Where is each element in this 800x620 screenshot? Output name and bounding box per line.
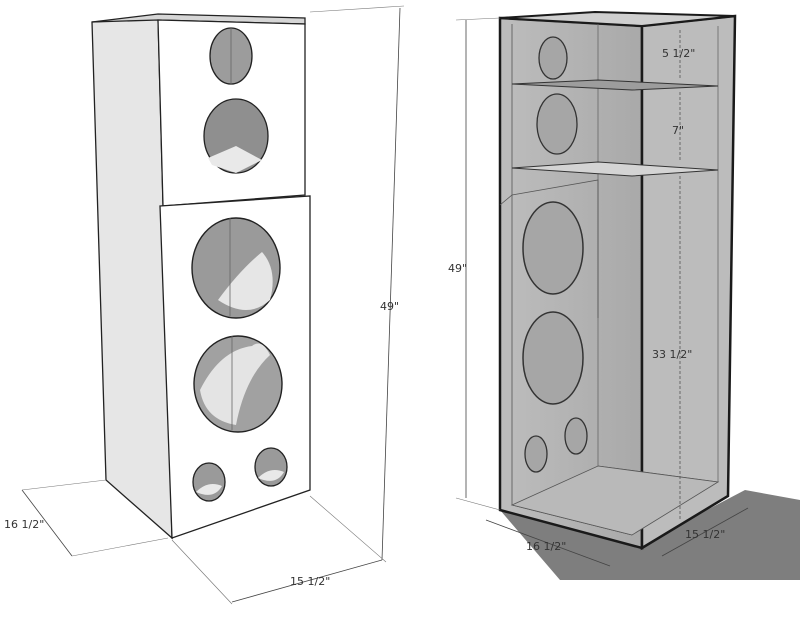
left-woofer-hole-2 (193, 335, 283, 433)
right-cabinet-side (640, 14, 737, 551)
right-port-hole-2 (564, 417, 588, 455)
right-height-label: 49" (448, 262, 467, 275)
right-woofer-hole-1 (522, 201, 584, 295)
left-cabinet: 49" 16 1/2" 15 1/2" (4, 5, 405, 605)
right-width-dimension: 15 1/2" (661, 507, 749, 557)
top-chamber-label: 5 1/2" (662, 47, 695, 60)
left-woofer-hole-1 (191, 217, 281, 319)
left-port-hole-1 (192, 462, 226, 502)
right-depth-label: 16 1/2" (526, 540, 566, 553)
left-height-dimension: 49" (309, 5, 405, 563)
right-woofer-hole-2 (522, 311, 584, 405)
left-depth-dimension: 16 1/2" (4, 479, 169, 557)
right-port-hole-1 (524, 435, 548, 473)
right-cabinet: 5 1/2" 7" 33 1/2" 49" 16 1/2" 15 1/2" (448, 10, 800, 580)
left-tweeter-hole (209, 27, 253, 85)
left-port-hole-2 (254, 447, 288, 487)
middle-chamber-label: 7" (672, 124, 684, 137)
left-width-dimension: 15 1/2" (171, 539, 383, 605)
right-midrange-hole (536, 93, 578, 155)
shelf-2 (511, 161, 719, 177)
cabinet-shadow (500, 490, 800, 580)
left-cabinet-top (91, 13, 306, 25)
right-cabinet-top (499, 10, 736, 28)
left-height-label: 49" (380, 300, 399, 313)
left-depth-label: 16 1/2" (4, 518, 44, 531)
shelf-1 (511, 79, 719, 91)
left-midrange-hole (203, 98, 269, 174)
right-depth-dimension: 16 1/2" (485, 519, 611, 567)
right-width-label: 15 1/2" (685, 528, 725, 541)
right-height-dimension: 49" (448, 17, 501, 511)
bottom-chamber-label: 33 1/2" (652, 348, 692, 361)
left-width-label: 15 1/2" (290, 575, 330, 588)
right-tweeter-hole (538, 36, 568, 80)
